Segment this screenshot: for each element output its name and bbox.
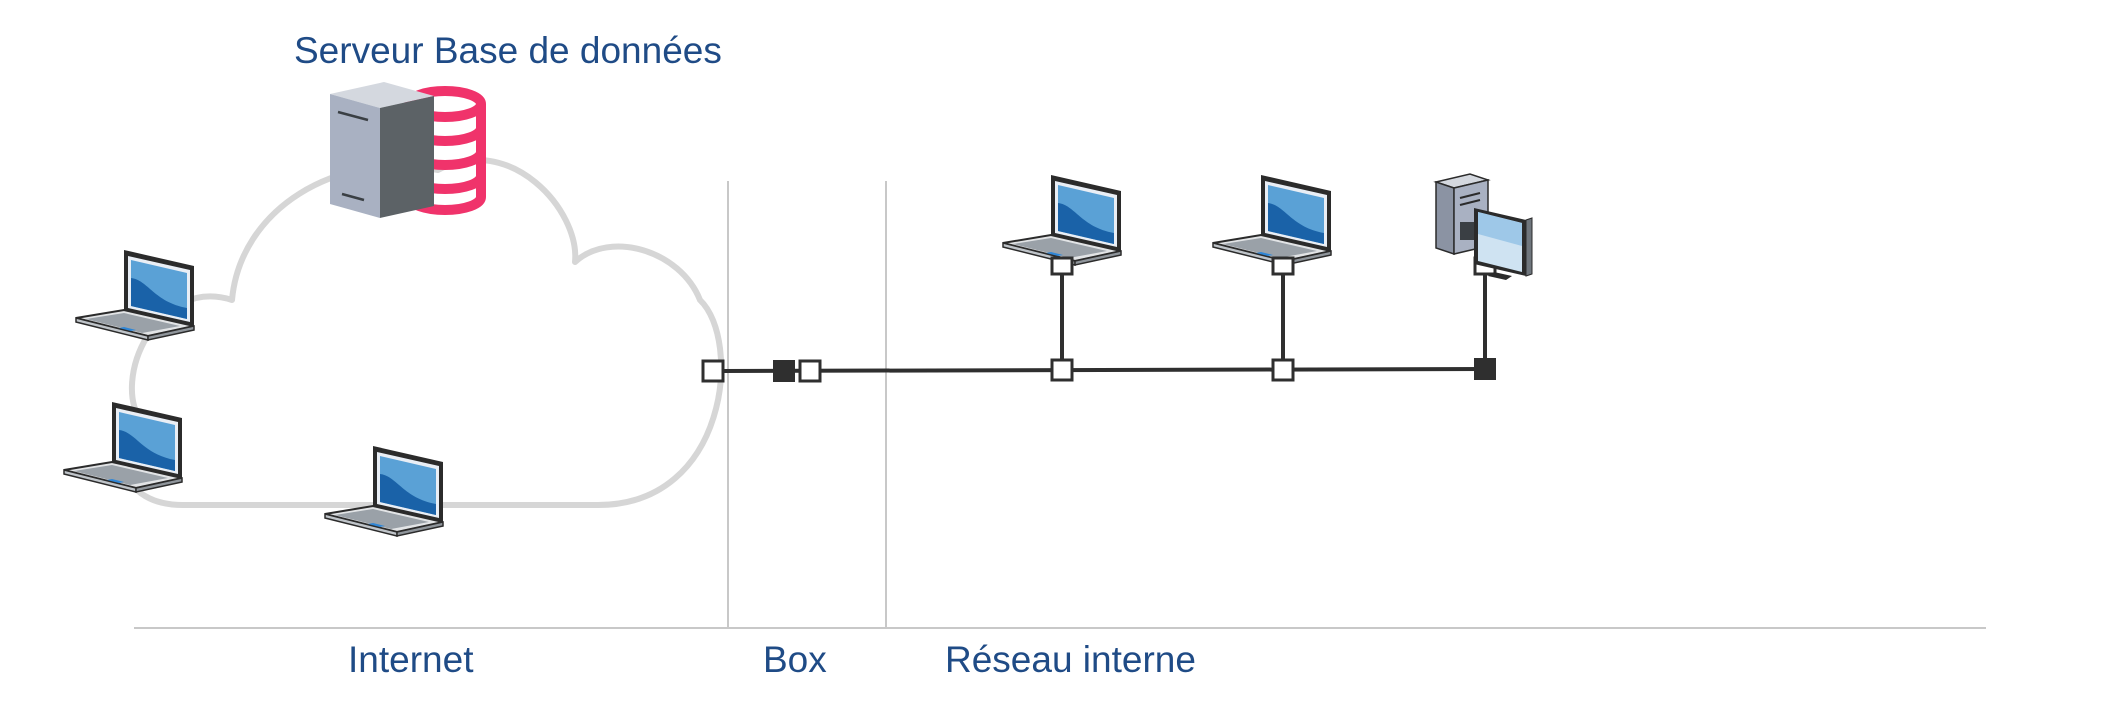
- section-label-internet: Internet: [348, 639, 474, 680]
- main-network-link: [722, 367, 1486, 373]
- laptop-icon: [1002, 174, 1122, 266]
- port-box-in: [773, 360, 795, 382]
- port-internet: [701, 359, 725, 383]
- laptop-icon: [63, 401, 183, 493]
- section-label-box: Box: [763, 639, 827, 680]
- server-label: Serveur Base de données: [294, 30, 722, 71]
- desktop-workstation-icon: [1435, 173, 1533, 281]
- port-laptop-1-top: [1050, 256, 1074, 276]
- laptop-icon: [324, 445, 444, 537]
- database-server-icon: [330, 82, 481, 218]
- port-laptop-2-bottom: [1271, 358, 1295, 382]
- port-laptop-1-bottom: [1050, 358, 1074, 382]
- port-laptop-2-top: [1271, 256, 1295, 276]
- port-workstation-bottom: [1474, 358, 1496, 380]
- section-label-internal-network: Réseau interne: [945, 639, 1196, 680]
- laptop-icon: [75, 249, 195, 341]
- laptop-icon: [1212, 174, 1332, 266]
- port-box-out: [798, 359, 822, 383]
